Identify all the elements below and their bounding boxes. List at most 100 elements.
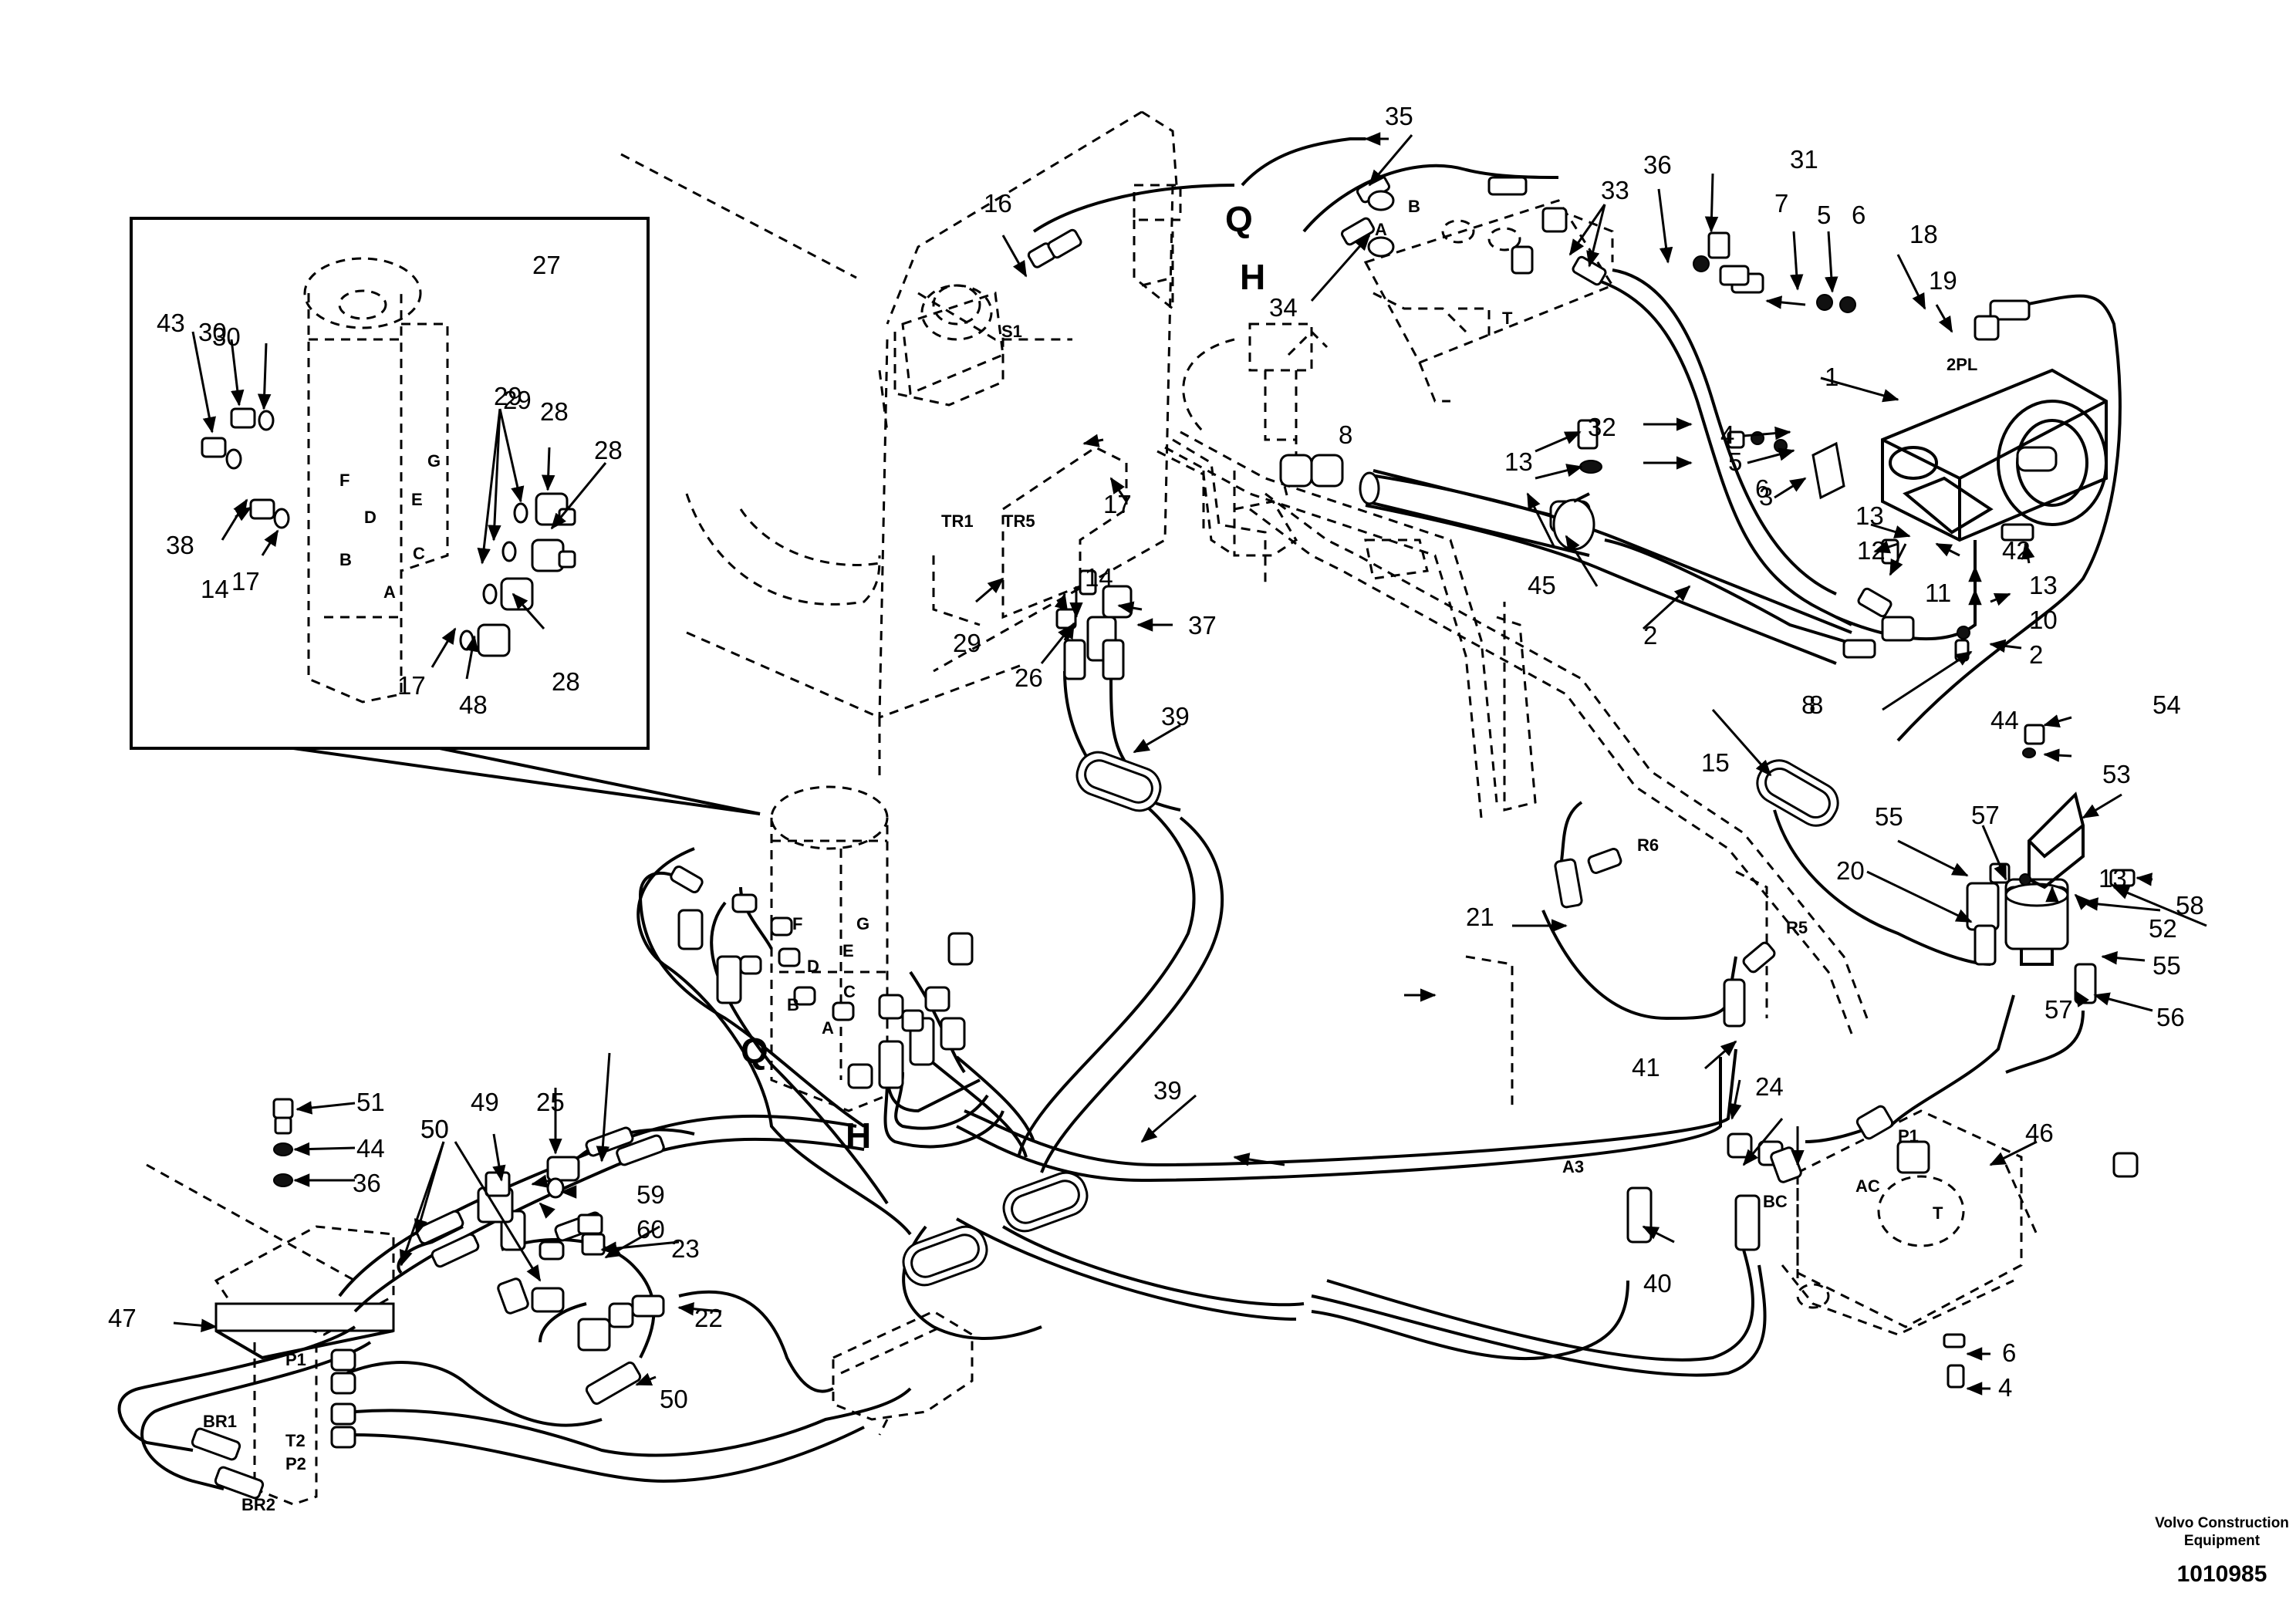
port-label: A <box>822 1018 834 1038</box>
callout-label: 50 <box>660 1385 688 1413</box>
left-valve-block <box>146 1163 395 1506</box>
port-label: C <box>843 982 856 1001</box>
port-label: F <box>792 914 802 933</box>
callout-label: 8 <box>1339 420 1352 449</box>
port-label: R6 <box>1637 835 1659 855</box>
callout-label: 39 <box>1153 1076 1182 1105</box>
callout-label: 35 <box>1385 102 1413 130</box>
callout-label: 13 <box>2029 571 2058 599</box>
callout-label: 37 <box>1188 611 1217 640</box>
callout-label: 32 <box>1588 413 1616 441</box>
port-label-large: H <box>846 1115 871 1156</box>
callout-label: 41 <box>1632 1053 1660 1082</box>
callout-label: 29 <box>494 382 522 410</box>
callout-label: 10 <box>2029 606 2058 634</box>
callout-label: 48 <box>459 690 488 719</box>
footer: Volvo Construction Equipment 1010985 <box>2155 1515 2289 1587</box>
pilot-valve-block <box>1363 199 1615 403</box>
port-label: TR5 <box>1003 511 1035 531</box>
hose-clamps <box>902 751 1839 1287</box>
callout-label: 56 <box>2156 1003 2185 1031</box>
callout-label: 53 <box>2102 760 2131 788</box>
control-valve <box>1781 1109 2038 1336</box>
callout-label: 42 <box>2002 536 2031 565</box>
leader-arrows <box>173 132 2207 1396</box>
port-label: B <box>787 995 799 1014</box>
callout-label: 57 <box>1971 801 2000 829</box>
callout-label: 30 <box>212 322 241 351</box>
callout-label: 26 <box>1015 663 1043 692</box>
inset-fittings <box>201 407 576 657</box>
callout-label: 60 <box>636 1215 665 1244</box>
callout-label: 47 <box>108 1304 137 1332</box>
machine-frame-outline <box>620 110 1329 779</box>
company-name-line1: Volvo Construction <box>2155 1515 2289 1531</box>
callout-label: 2 <box>2029 640 2043 669</box>
callout-label: 17 <box>1103 490 1132 518</box>
callout-label: 13 <box>1504 447 1533 476</box>
callout-label: 40 <box>1643 1269 1672 1298</box>
port-label: AC <box>1855 1176 1880 1196</box>
callout-label: 34 <box>1269 293 1298 322</box>
port-label: BC <box>1763 1192 1788 1211</box>
callout-label: 33 <box>1601 176 1629 204</box>
callout-label: 4 <box>1998 1373 2012 1402</box>
callout-label: 55 <box>2152 951 2181 980</box>
port-label: E <box>842 941 854 960</box>
callout-label: 29 <box>953 629 981 657</box>
port-label: A <box>1375 220 1387 239</box>
callout-label: 2 <box>1643 621 1657 650</box>
port-label: 2PL <box>1947 355 1977 374</box>
callout-label: 6 <box>2002 1338 2016 1367</box>
suction-hose <box>1359 471 1852 665</box>
callout-label: 6 <box>1852 201 1866 229</box>
callout-label: 22 <box>694 1304 723 1332</box>
callout-label: 54 <box>2152 690 2181 719</box>
port-label: T <box>1502 309 1513 328</box>
callout-label: 7 <box>1774 189 1788 218</box>
callout-label: 31 <box>1790 145 1818 174</box>
hose-clamp-bracket <box>832 1310 974 1436</box>
port-label: G <box>856 914 869 933</box>
port-label: A3 <box>1562 1157 1584 1176</box>
callout-label: 5 <box>1728 447 1742 476</box>
port-label: E <box>411 490 423 509</box>
callout-label: 5 <box>1817 201 1831 229</box>
callout-label: 57 <box>2044 995 2073 1024</box>
callout-label: 23 <box>671 1234 700 1263</box>
detail-inset <box>130 217 761 815</box>
callout-label: 51 <box>356 1088 385 1116</box>
callout-label: 13 <box>1855 501 1884 530</box>
port-label: BR1 <box>203 1412 237 1431</box>
port-label: C <box>413 544 425 563</box>
solenoid-valve <box>2004 883 2069 966</box>
port-label: D <box>364 508 376 527</box>
port-label: P1 <box>1898 1126 1919 1146</box>
callout-label: 19 <box>1929 266 1957 295</box>
bracket-53 <box>2028 791 2085 889</box>
callout-label: 59 <box>636 1180 665 1209</box>
callout-label: 39 <box>1161 702 1190 731</box>
callout-label: 29 <box>503 386 532 414</box>
port-label: B <box>1408 197 1420 216</box>
port-label: B <box>339 550 352 569</box>
callout-label: 25 <box>536 1088 565 1116</box>
callout-label: 28 <box>594 436 623 464</box>
callout-label: 14 <box>201 575 229 603</box>
port-label: P1 <box>285 1350 306 1369</box>
callout-label: 1 <box>1825 363 1838 391</box>
pump-assembly <box>1881 368 2108 542</box>
port-label: S1 <box>1001 322 1022 341</box>
port-label: T <box>1933 1203 1943 1223</box>
callout-label: 28 <box>540 397 569 426</box>
callout-label: 18 <box>1909 220 1938 248</box>
callout-label: 17 <box>397 671 426 700</box>
callout-label: 4 <box>1720 420 1734 449</box>
port-label: G <box>427 451 441 471</box>
port-label-large: Q <box>1225 199 1253 239</box>
callout-label: 50 <box>420 1115 449 1143</box>
callout-label: 44 <box>356 1134 385 1163</box>
port-label-large: Q <box>741 1031 768 1071</box>
callout-label: 13 <box>2098 864 2127 893</box>
port-label: BR2 <box>241 1495 275 1514</box>
